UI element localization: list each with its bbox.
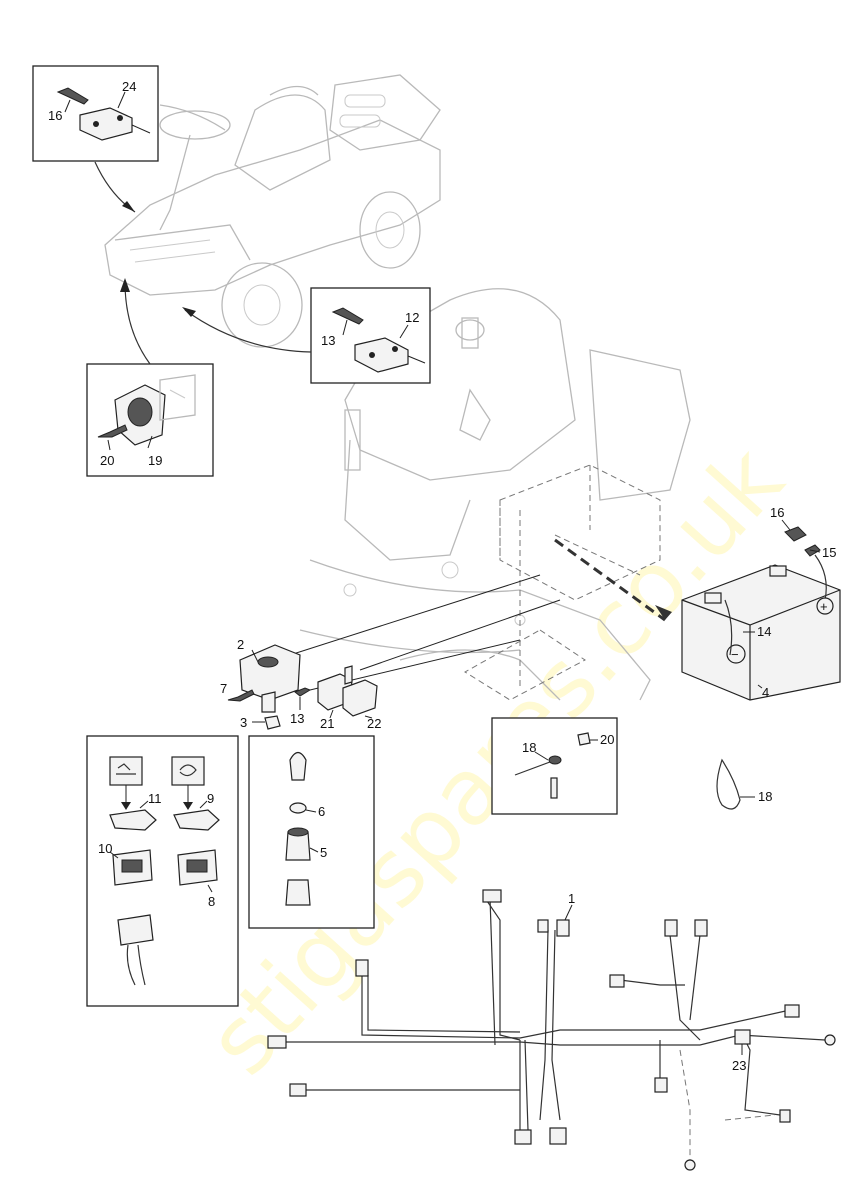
callout-20-lead: 20	[600, 732, 614, 747]
part-13-screw: 13	[290, 687, 312, 726]
callout-11: 11	[148, 791, 162, 806]
callout-20-inset: 20	[100, 453, 114, 468]
tractor-outline	[104, 74, 441, 348]
callout-12: 12	[405, 310, 419, 325]
callout-14: 14	[757, 624, 771, 639]
callout-13-mid: 13	[290, 711, 304, 726]
callout-3: 3	[240, 715, 247, 730]
part-4-battery: − 14 4	[681, 564, 841, 701]
part-18-cable-tie: 18	[716, 758, 772, 810]
part-2-switch-assembly: 2	[237, 637, 301, 713]
battery-tray-dashed	[464, 464, 672, 701]
part-3-nut: 3	[240, 715, 281, 730]
inset-seat-switch: 24 16	[32, 65, 159, 162]
callout-22: 22	[367, 716, 381, 731]
callout-16: 16	[48, 108, 62, 123]
callout-16-battery: 16	[770, 505, 784, 520]
part-22-relay: 22	[342, 665, 381, 731]
callout-2: 2	[237, 637, 244, 652]
battery-minus-symbol: −	[731, 647, 739, 662]
callout-1: 1	[568, 891, 575, 906]
callout-9: 9	[207, 791, 214, 806]
callout-4: 4	[762, 685, 769, 700]
part-16-terminal-cover: 16	[770, 505, 807, 542]
callout-8: 8	[208, 894, 215, 909]
callout-19: 19	[148, 453, 162, 468]
inset-rocker-switches: 11 9 10 8	[86, 735, 239, 1007]
arrow-socket	[124, 281, 151, 365]
battery-plus-symbol: +	[820, 599, 828, 614]
callout-13-top: 13	[321, 333, 335, 348]
arrow-switch-13	[184, 309, 312, 353]
inset-ignition-switch: 6 5	[248, 735, 375, 929]
inset-socket: 20 19	[86, 363, 214, 477]
part-1-wiring-harness: 1 23	[267, 889, 836, 1171]
callout-6: 6	[318, 804, 325, 819]
callout-21: 21	[320, 716, 334, 731]
callout-23: 23	[732, 1058, 746, 1073]
callout-18: 18	[758, 789, 772, 804]
callout-10: 10	[98, 841, 112, 856]
inset-switch-13: 12 13	[310, 287, 431, 384]
callout-7: 7	[220, 681, 227, 696]
callout-5: 5	[320, 845, 327, 860]
part-15-positive-lead: + 15	[804, 544, 836, 615]
part-7-screw: 7	[220, 681, 255, 702]
callout-18-inset: 18	[522, 740, 536, 755]
callout-24: 24	[122, 79, 136, 94]
inset-lead-terminal: 18 20	[491, 717, 618, 815]
callout-15: 15	[822, 545, 836, 560]
